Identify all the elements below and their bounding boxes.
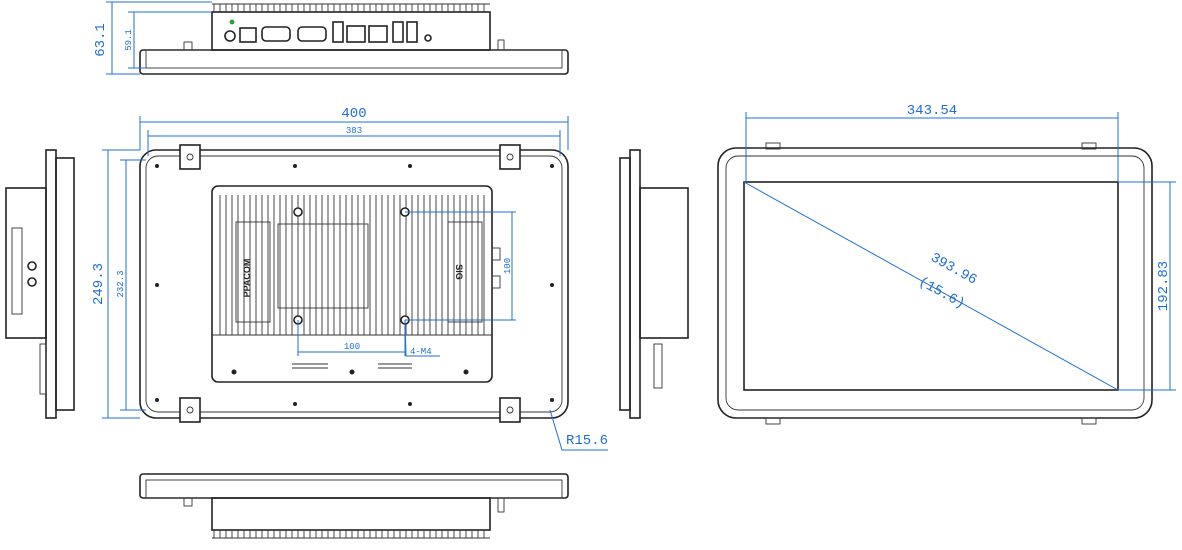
dim-screen-height: 192.83 (1156, 261, 1172, 311)
top-heatsink-fins (212, 3, 490, 12)
left-side-view (5, 149, 75, 419)
rear-bottom-panel (231, 363, 469, 375)
dim-front: 343.54 192.83 393.96 (15.6) (743, 103, 1176, 391)
module-label: SIG (454, 264, 464, 280)
frame-screws (155, 164, 554, 406)
rear-view: PPACOM SIG 400 383 249.3 232.3 (91, 106, 608, 451)
rear-heatsink-fins (212, 195, 492, 336)
dim-height-inner: 232.3 (116, 270, 126, 297)
dim-vesa-vertical: 100 (503, 258, 513, 274)
right-side-view (619, 149, 689, 419)
mounting-brackets (179, 144, 521, 423)
dim-top-height-outer: 63.1 (93, 23, 109, 57)
dim-vesa-screw: 4-M4 (410, 347, 432, 357)
dim-width-inner: 383 (346, 126, 362, 136)
dim-screen-width: 343.54 (907, 103, 957, 119)
front-view: 343.54 192.83 393.96 (15.6) (717, 103, 1176, 425)
dim-vesa-horizontal: 100 (344, 342, 360, 352)
dim-top-height: 63.1 59.1 (93, 1, 212, 75)
brand-label: PPACOM (242, 259, 252, 298)
io-ports (183, 19, 505, 51)
dim-corner-radius: R15.6 (566, 433, 608, 449)
dim-rear: 400 383 249.3 232.3 100 100 4-M4 R15.6 (91, 106, 608, 451)
dim-top-height-inner: 59.1 (124, 29, 134, 51)
bottom-view (139, 473, 569, 539)
top-view: 63.1 59.1 (93, 1, 569, 75)
vesa-holes (293, 207, 410, 325)
dim-width-outer: 400 (341, 106, 366, 122)
dim-height-outer: 249.3 (91, 263, 107, 305)
